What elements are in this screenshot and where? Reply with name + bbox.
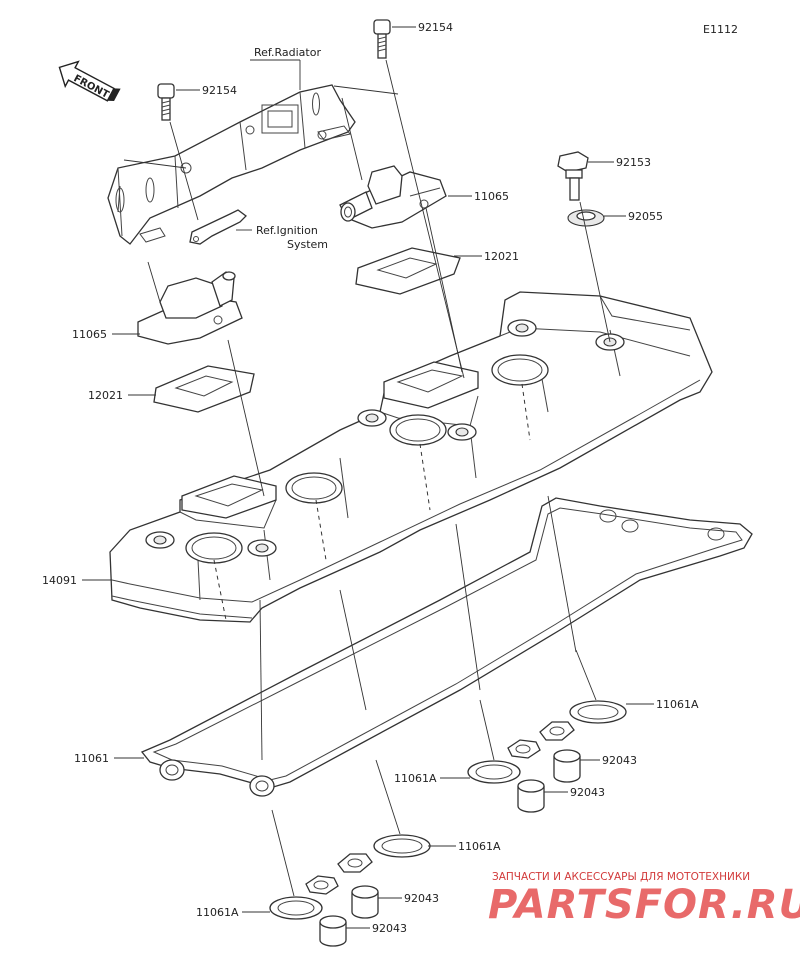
bolt-92154-left <box>157 83 175 121</box>
callout-11065-left: 11065 <box>72 328 107 341</box>
callout-92043-right-upper: 92043 <box>602 754 637 767</box>
ignition-stay <box>189 209 247 245</box>
callout-11061a-right-upper: 11061A <box>656 698 699 711</box>
watermark-tagline: ЗАПЧАСТИ И АКСЕССУАРЫ ДЛЯ МОТОТЕХНИКИ <box>492 871 750 883</box>
sleeve-92043-right-lower <box>517 779 545 813</box>
bolt-92154-right <box>373 19 391 59</box>
cover-gasket-11061 <box>140 497 753 797</box>
ref-ignition-line2: System <box>287 238 328 251</box>
breather-cap-11065-right <box>339 165 447 229</box>
callout-11061: 11061 <box>74 752 109 765</box>
callout-11061a-right-lower: 11061A <box>394 772 437 785</box>
gasket-12021-left <box>153 365 255 413</box>
plug-seal-11061a-left-lower <box>269 875 339 920</box>
callout-92043-left-lower: 92043 <box>372 922 407 935</box>
callout-11061a-left-upper: 11061A <box>458 840 501 853</box>
radiator-bracket <box>107 84 356 245</box>
callout-92154-right: 92154 <box>418 21 453 34</box>
callout-14091: 14091 <box>42 574 77 587</box>
sleeve-92043-left-upper <box>351 885 379 919</box>
watermark-brand: PARTSFOR.RU <box>488 882 800 928</box>
callouts: 92154 92154 92153 92055 11065 11065 1202… <box>42 21 699 935</box>
watermark: ЗАПЧАСТИ И АКСЕССУАРЫ ДЛЯ МОТОТЕХНИКИ PA… <box>488 871 800 928</box>
plug-seal-11061a-right-upper <box>539 700 627 741</box>
plug-seal-11061a-left-upper <box>337 834 431 873</box>
callout-12021-left: 12021 <box>88 389 123 402</box>
bolt-92153 <box>557 151 589 201</box>
callout-92055: 92055 <box>628 210 663 223</box>
sleeve-92043-right-upper <box>553 749 581 783</box>
callout-11061a-left-lower: 11061A <box>196 906 239 919</box>
callout-92154-left: 92154 <box>202 84 237 97</box>
sleeve-92043-left-lower <box>319 915 347 947</box>
ref-ignition-system: Ref.Ignition System <box>236 224 328 251</box>
callout-12021-right: 12021 <box>484 250 519 263</box>
callout-92043-left-upper: 92043 <box>404 892 439 905</box>
callout-92043-right-lower: 92043 <box>570 786 605 799</box>
ref-radiator: Ref.Radiator <box>250 46 321 90</box>
assembly-lines <box>123 59 611 897</box>
gasket-12021-right <box>355 247 461 295</box>
cylinder-head-cover-14091 <box>109 291 713 623</box>
washer-92055 <box>567 209 605 227</box>
breather-cap-11065-left <box>137 271 243 345</box>
ref-ignition-line1: Ref.Ignition <box>256 224 318 237</box>
plug-seal-11061a-right-lower <box>467 739 541 784</box>
diagram-code: E1112 <box>703 23 738 36</box>
front-arrow-icon: FRONT <box>58 60 121 102</box>
ref-radiator-label: Ref.Radiator <box>254 46 321 59</box>
callout-92153: 92153 <box>616 156 651 169</box>
callout-11065-right: 11065 <box>474 190 509 203</box>
